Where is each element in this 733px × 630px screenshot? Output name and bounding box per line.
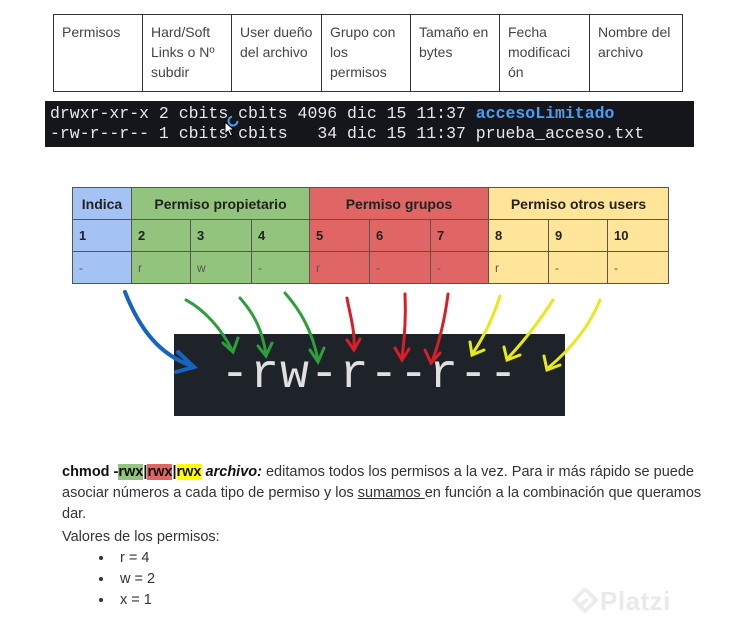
terminal-listing: drwxr-xr-x 2 cbits cbits 4096 dic 15 11:…: [45, 101, 694, 147]
perm-number: 1: [72, 219, 132, 252]
perm-number: 9: [548, 219, 609, 252]
perm-value: w: [190, 251, 252, 284]
header-cell-nombre: Nombre del archivo: [589, 14, 683, 92]
terminal-line1-prefix: drwxr-xr-x 2 cbits cbits 4096 dic 15 11:…: [50, 104, 476, 123]
values-list: r = 4 w = 2 x = 1: [62, 548, 155, 611]
header-cell-tamano: Tamaño en bytes: [410, 14, 500, 92]
perm-value: r: [488, 251, 550, 284]
list-item: r = 4: [114, 548, 155, 569]
explanation-text-1: editamos todos los permisos a la vez. Pa…: [62, 464, 694, 501]
perm-value: r: [131, 251, 191, 284]
perm-value: -: [429, 251, 490, 284]
perm-header-others: Permiso otros users: [488, 187, 670, 220]
perm-value: -: [548, 251, 609, 284]
permissions-table: Indica Permiso propietario Permiso grupo…: [72, 187, 670, 284]
terminal-line2: -rw-r--r-- 1 cbits cbits 34 dic 15 11:37…: [50, 124, 645, 143]
header-table: Permisos Hard/Soft Links o Nº subdir Use…: [53, 14, 683, 92]
perm-value: -: [251, 251, 310, 284]
loading-icon: [227, 115, 239, 127]
permission-string-display: -rw-r--r--: [174, 334, 565, 416]
header-cell-links: Hard/Soft Links o Nº subdir: [142, 14, 232, 92]
header-cell-grupo: Grupo con los permisos: [321, 14, 411, 92]
others-rwx: rwx: [176, 464, 202, 480]
perm-number: 10: [607, 219, 670, 252]
perm-value: -: [72, 251, 132, 284]
perm-value: -: [369, 251, 431, 284]
header-cell-fecha: Fecha modificaci ón: [499, 14, 590, 92]
header-cell-permisos: Permisos: [53, 14, 143, 92]
chmod-command: chmod -: [62, 464, 119, 480]
chmod-arg: archivo:: [205, 464, 262, 480]
perm-header-indica: Indica: [72, 187, 132, 220]
owner-rwx: rwx: [118, 464, 144, 480]
perm-number: 6: [369, 219, 431, 252]
mouse-cursor-icon: [224, 121, 236, 137]
perm-header-group: Permiso grupos: [308, 187, 490, 220]
perm-number: 5: [309, 219, 370, 252]
list-item: x = 1: [114, 590, 155, 611]
perm-number: 3: [190, 219, 252, 252]
explanation-text-2: en función a la combinación que queramos…: [62, 485, 702, 522]
platzi-logo-icon: [572, 587, 598, 613]
perm-number: 2: [131, 219, 191, 252]
separator: |: [143, 464, 148, 480]
perm-value: r: [309, 251, 370, 284]
list-item: w = 2: [114, 569, 155, 590]
perm-number: 7: [429, 219, 490, 252]
group-rwx: rwx: [147, 464, 173, 480]
explanation-underlined: sumamos: [357, 485, 425, 501]
values-title: Valores de los permisos:: [62, 529, 220, 545]
perm-value: -: [607, 251, 670, 284]
chmod-explanation: chmod -rwx|rwx|rwx archivo: editamos tod…: [62, 462, 712, 525]
terminal-dir-name: accesoLimitado: [475, 104, 615, 123]
perm-number: 8: [488, 219, 550, 252]
perm-header-owner: Permiso propietario: [131, 187, 310, 220]
header-cell-user: User dueño del archivo: [231, 14, 322, 92]
separator: |: [172, 464, 177, 480]
perm-number: 4: [251, 219, 310, 252]
platzi-watermark: Platzi: [600, 586, 671, 616]
